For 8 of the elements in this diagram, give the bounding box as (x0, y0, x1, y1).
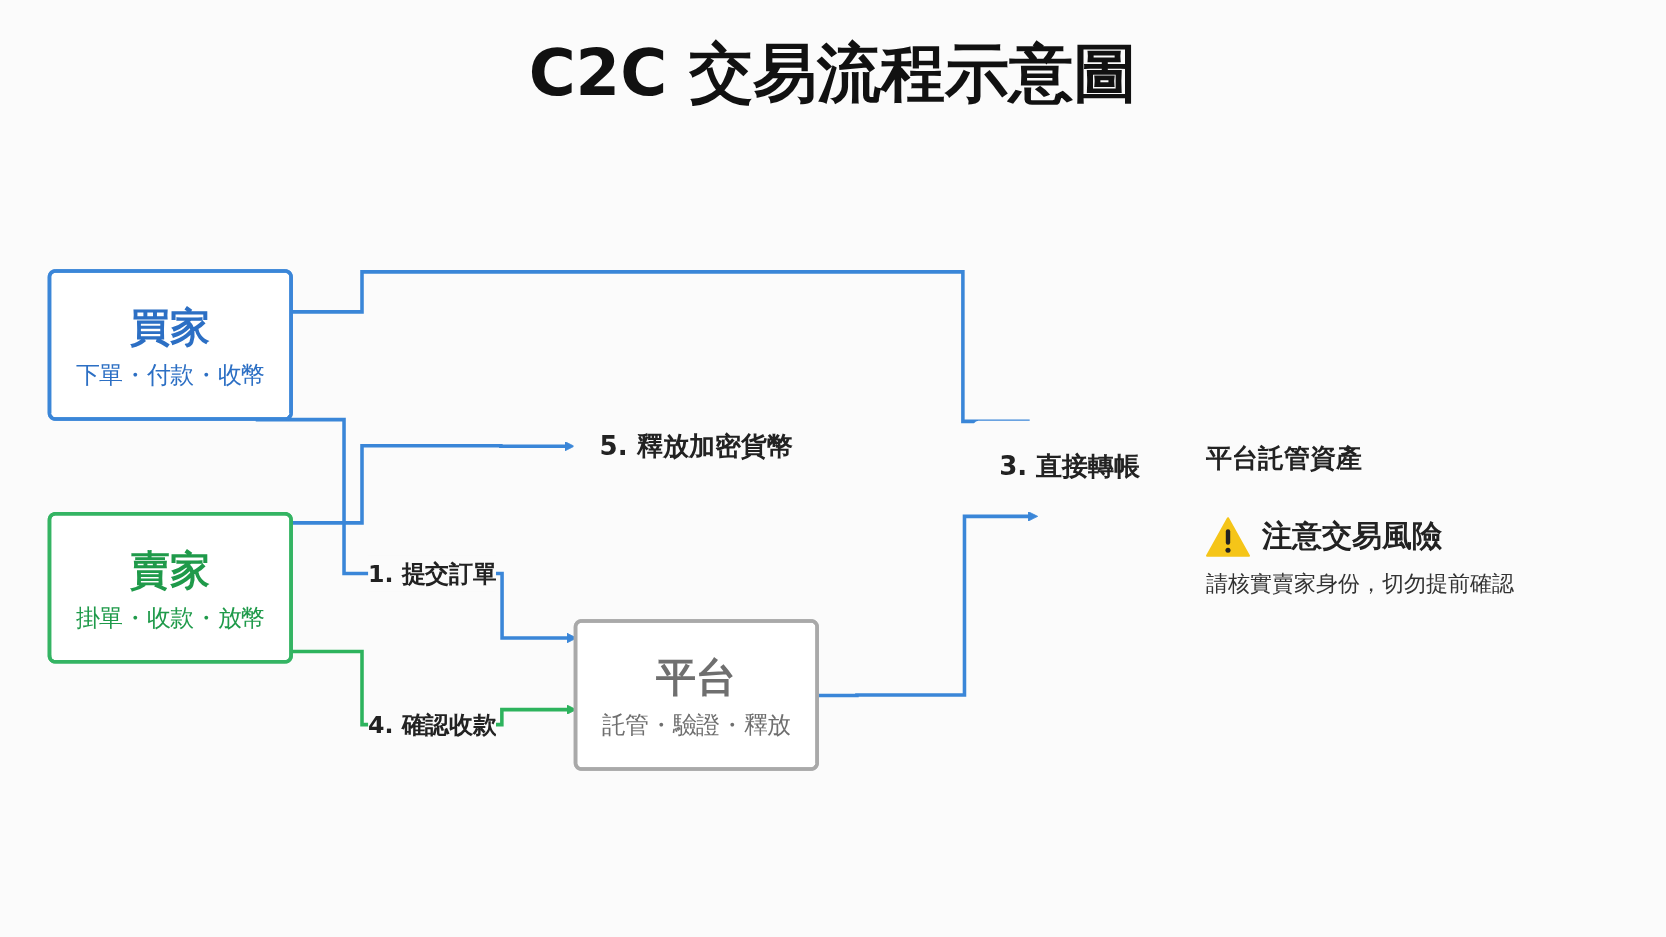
edge-label: 1. 提交訂單 (368, 559, 497, 588)
diagram-title: C2C 交易流程示意圖 (528, 35, 1138, 112)
arrow (291, 441, 575, 525)
node-text: 5. 釋放加密貨幣 (599, 430, 794, 461)
note-text: 請核實賣家身份，切勿提前確認 (1206, 570, 1515, 598)
caption-text: 平台託管資產 (1206, 442, 1363, 475)
warning-heading: 注意交易風險 (1262, 517, 1442, 555)
edge-label: 4. 確認收款 (368, 710, 497, 739)
